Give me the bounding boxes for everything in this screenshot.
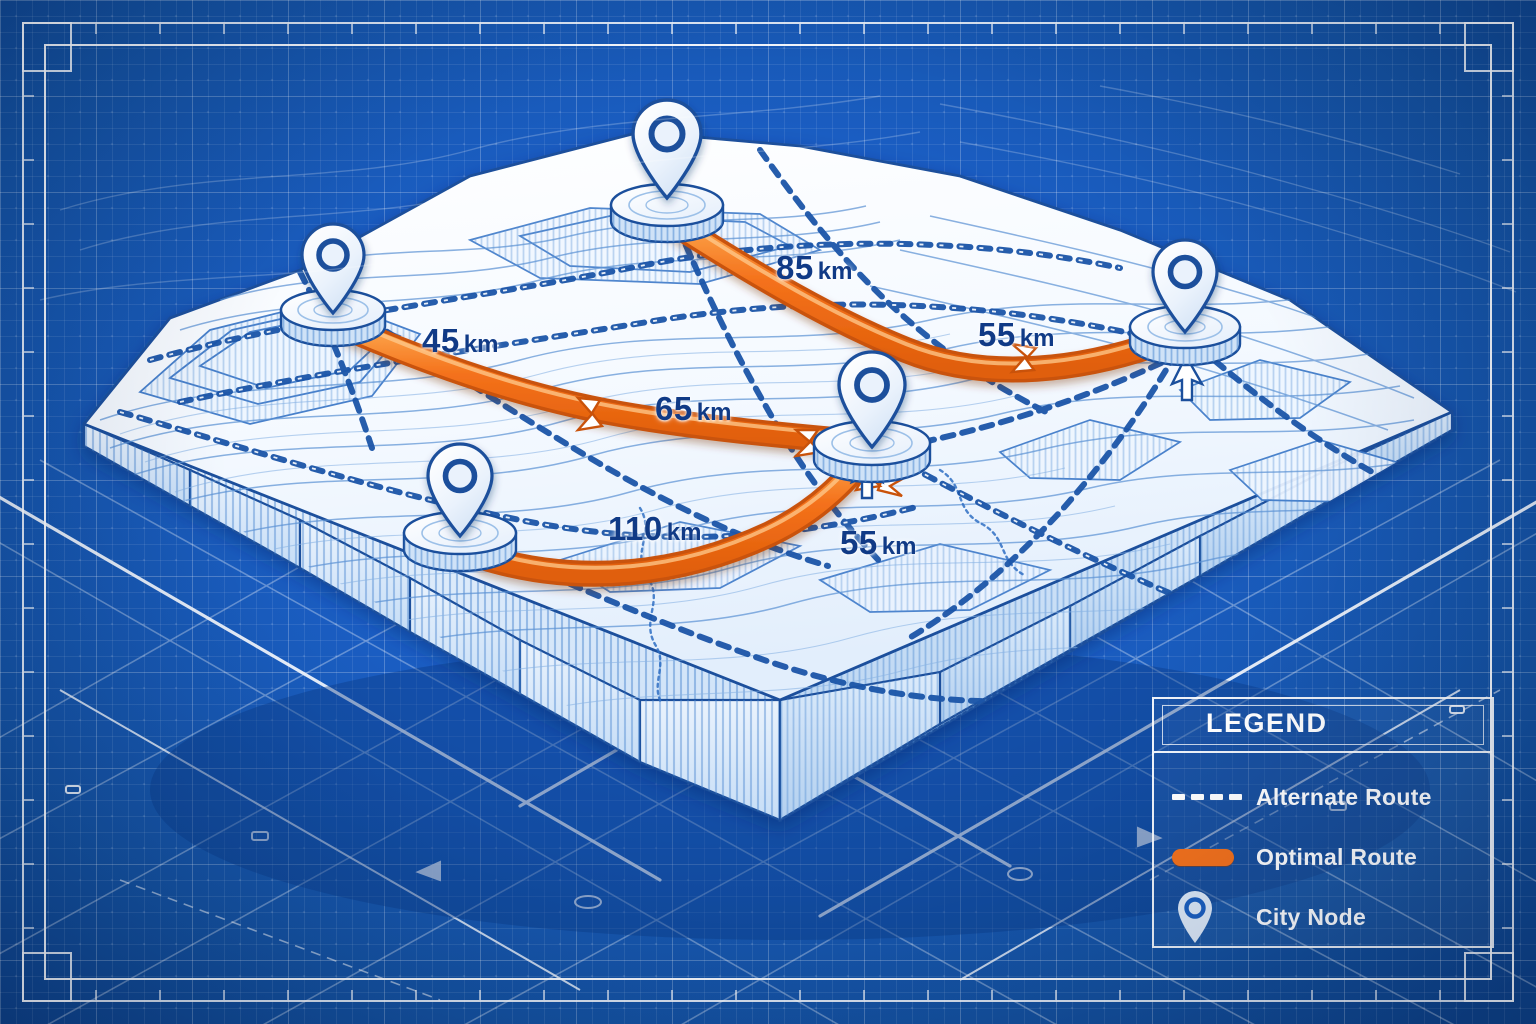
- distance-value: 45: [422, 322, 460, 359]
- background-contour-wisps: [39, 85, 1517, 301]
- legend-title: LEGEND: [1206, 708, 1328, 738]
- city-node-icon: [1172, 888, 1256, 946]
- city-nodes: [279, 98, 1242, 573]
- distance-unit: km: [1019, 325, 1055, 352]
- drawing-frame-outer: [22, 22, 1514, 1002]
- distance-value: 65: [655, 390, 693, 427]
- alternate-route-icon: [1172, 794, 1256, 800]
- frame-corner-box-tl: [22, 22, 72, 72]
- city-node-west[interactable]: [279, 222, 387, 348]
- distance-value: 55: [840, 524, 878, 561]
- legend-title-bar: LEGEND: [1154, 699, 1492, 753]
- legend-panel: LEGEND Alternate Route Optimal Route C: [1152, 697, 1494, 948]
- distance-unit: km: [666, 519, 702, 546]
- legend-title-rule: [1162, 705, 1484, 745]
- frame-corner-box-br: [1464, 952, 1514, 1002]
- optimal-route-network: [339, 209, 1169, 587]
- optimal-route-icon: [1172, 848, 1256, 866]
- distance-unit: km: [881, 533, 917, 560]
- frame-corner-box-tr: [1464, 22, 1514, 72]
- drawing-frame-inner: [44, 44, 1492, 980]
- distance-value: 110: [608, 510, 663, 547]
- city-node-north[interactable]: [609, 98, 725, 244]
- city-node-south[interactable]: [402, 442, 518, 573]
- legend-item-alternate-route: Alternate Route: [1154, 767, 1492, 827]
- legend-item-label: Optimal Route: [1256, 843, 1418, 870]
- distance-value: 55: [978, 316, 1016, 353]
- legend-item-label: Alternate Route: [1256, 783, 1432, 810]
- legend-item-label: City Node: [1256, 903, 1367, 930]
- distance-unit: km: [463, 331, 499, 358]
- distance-unit: km: [696, 399, 732, 426]
- frame-corner-box-bl: [22, 952, 72, 1002]
- city-node-center[interactable]: [812, 350, 932, 484]
- distance-value: 85: [776, 249, 814, 286]
- distance-unit: km: [817, 258, 853, 285]
- city-node-east[interactable]: [1128, 238, 1242, 367]
- legend-item-optimal-route: Optimal Route: [1154, 827, 1492, 887]
- legend-item-city-node: City Node: [1154, 887, 1492, 947]
